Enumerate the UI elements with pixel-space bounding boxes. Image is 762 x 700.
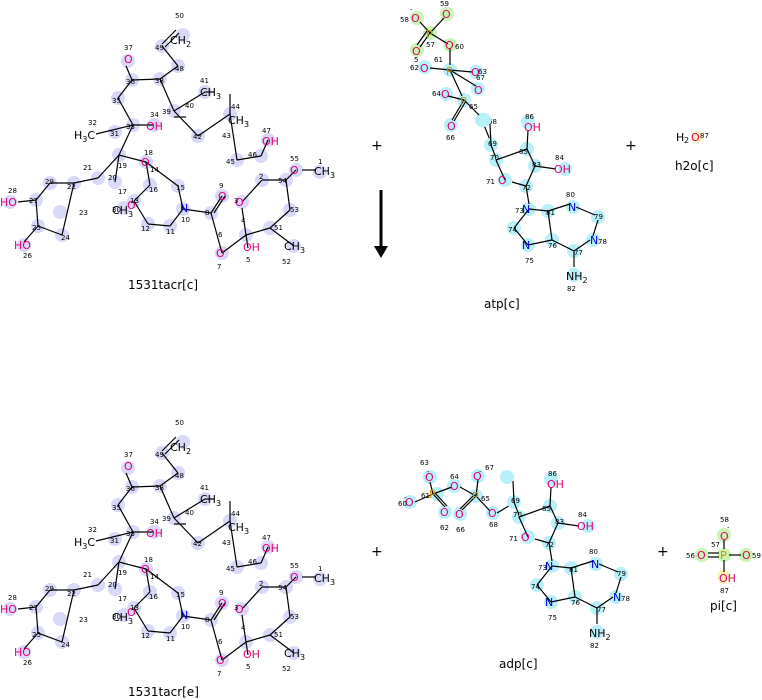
svg-text:O: O — [425, 471, 434, 484]
svg-text:62: 62 — [410, 64, 419, 72]
svg-text:O: O — [473, 470, 482, 483]
plus-sign: + — [625, 138, 637, 154]
svg-text:87: 87 — [700, 132, 709, 140]
svg-text:60: 60 — [398, 500, 407, 508]
svg-text:87: 87 — [720, 587, 729, 595]
svg-text:-: - — [727, 524, 730, 532]
svg-text:O: O — [447, 120, 456, 133]
ligand-reactant-structure — [0, 11, 336, 272]
svg-text:O: O — [474, 84, 483, 97]
plus-sign: + — [371, 544, 383, 560]
svg-text:O: O — [405, 496, 414, 509]
pi-structure: O O O P OH 58 56 59 57 87 - — [686, 516, 761, 595]
svg-text:61: 61 — [434, 56, 443, 64]
svg-text:57: 57 — [426, 41, 435, 49]
svg-text:61: 61 — [421, 492, 430, 500]
svg-text:O: O — [411, 12, 420, 25]
svg-text:62: 62 — [440, 524, 449, 532]
svg-text:P: P — [472, 490, 479, 503]
svg-text:63: 63 — [420, 459, 429, 467]
svg-text:O: O — [471, 66, 480, 79]
svg-text:65: 65 — [481, 495, 490, 503]
svg-text:P: P — [460, 95, 467, 108]
svg-text:60: 60 — [455, 43, 464, 51]
svg-text:64: 64 — [432, 90, 441, 98]
svg-text:65: 65 — [469, 103, 478, 111]
svg-text:66: 66 — [446, 134, 455, 142]
plus-sign: + — [657, 544, 669, 560]
svg-text:O: O — [441, 88, 450, 101]
svg-text:-: - — [410, 6, 413, 14]
svg-text:P: P — [429, 488, 436, 501]
svg-text:-: - — [479, 468, 482, 476]
h2o-label: h2o[c] — [675, 159, 714, 173]
svg-text:63: 63 — [478, 68, 487, 76]
svg-text:P: P — [426, 28, 433, 41]
svg-text:O: O — [445, 39, 454, 52]
svg-text:O: O — [440, 506, 449, 519]
adp-label: adp[c] — [499, 657, 538, 671]
svg-text:O: O — [450, 480, 459, 493]
reaction-arrow — [374, 190, 388, 258]
svg-text:57: 57 — [711, 541, 720, 549]
svg-text:H: H — [676, 131, 684, 144]
svg-text:P: P — [720, 549, 727, 562]
svg-text:-: - — [444, 2, 447, 10]
svg-text:59: 59 — [752, 552, 761, 560]
plus-sign: + — [371, 138, 383, 154]
svg-text:66: 66 — [456, 526, 465, 534]
svg-text:56: 56 — [686, 552, 695, 560]
svg-text:O: O — [691, 131, 700, 144]
svg-text:O: O — [442, 8, 451, 21]
svg-text:OH: OH — [719, 572, 736, 585]
svg-text:5: 5 — [414, 56, 418, 64]
svg-text:68: 68 — [489, 521, 498, 529]
svg-text:P: P — [446, 65, 453, 78]
svg-text:-: - — [427, 468, 430, 476]
svg-text:67: 67 — [476, 74, 485, 82]
svg-text:O: O — [488, 507, 497, 520]
svg-text:58: 58 — [400, 16, 409, 24]
svg-text:58: 58 — [720, 516, 729, 524]
svg-text:68: 68 — [488, 118, 497, 126]
svg-text:-: - — [404, 494, 407, 502]
svg-text:59: 59 — [440, 0, 449, 8]
svg-text:O: O — [742, 549, 751, 562]
svg-text:O: O — [720, 530, 729, 543]
ligand-reactant-label: 1531tacr[c] — [128, 278, 198, 292]
atp-label: atp[c] — [484, 297, 520, 311]
svg-text:O: O — [412, 45, 421, 58]
svg-text:2: 2 — [684, 136, 689, 145]
svg-text:O: O — [455, 508, 464, 521]
svg-text:O: O — [697, 549, 706, 562]
svg-text:67: 67 — [485, 464, 494, 472]
svg-text:64: 64 — [450, 473, 459, 481]
h2o-structure: H 2 O 87 — [676, 131, 709, 145]
ligand-product-structure — [0, 418, 336, 679]
ligand-product-label: 1531tacr[e] — [128, 685, 199, 699]
pi-label: pi[c] — [710, 599, 737, 613]
svg-text:O: O — [420, 62, 429, 75]
